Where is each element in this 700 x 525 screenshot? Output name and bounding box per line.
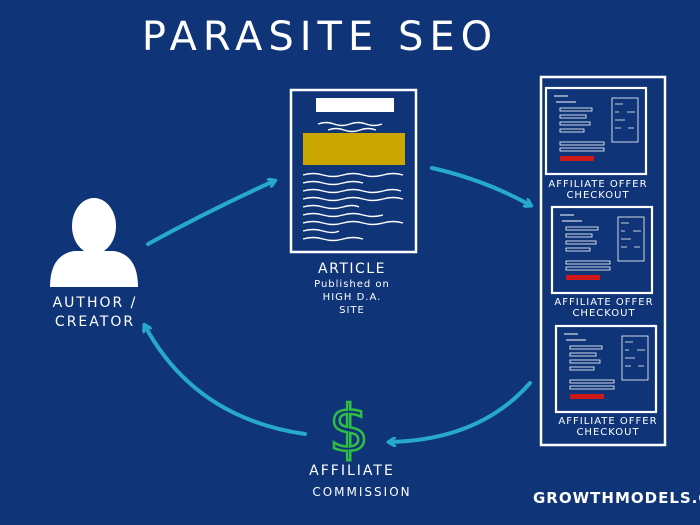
- checkout-label-2-line-1: Affiliate offer: [554, 297, 653, 308]
- checkout-panel: [554, 324, 658, 414]
- article-label-line-3: high D.A.: [323, 292, 382, 303]
- checkout-label-3-line-2: Checkout: [576, 427, 639, 438]
- arrow-checkout-to-commission: [390, 381, 532, 442]
- article-document-icon: [289, 88, 418, 254]
- checkout-label-3-line-1: Affiliate offer: [558, 416, 657, 427]
- page-title: Parasite SEO: [142, 14, 498, 60]
- checkout-panel: [544, 86, 648, 176]
- author-person-icon: [50, 198, 138, 287]
- checkout-label-2-line-2: Checkout: [572, 308, 635, 319]
- checkout-label-1-line-2: Checkout: [566, 190, 629, 201]
- commission-label-line-2: Commission: [312, 485, 411, 499]
- author-label-line-1: Author /: [53, 295, 138, 311]
- article-label-line-2: Published on: [314, 279, 390, 290]
- arrow-article-to-checkout: [430, 166, 530, 205]
- arrow-commission-to-author: [145, 326, 307, 436]
- checkout-panel: [550, 205, 654, 295]
- article-label-line-4: site: [339, 305, 365, 316]
- article-label-line-1: Article: [318, 261, 386, 277]
- commission-label-line-1: Affiliate: [309, 463, 395, 479]
- checkout-label-1-line-1: Affiliate offer: [548, 179, 647, 190]
- arrow-author-to-article: [146, 181, 274, 246]
- dollar-icon: $: [329, 393, 370, 467]
- brand-watermark: Growthmodels.co: [533, 489, 700, 507]
- author-label-line-2: Creator: [55, 314, 135, 330]
- checkout-column-frame: [539, 75, 667, 447]
